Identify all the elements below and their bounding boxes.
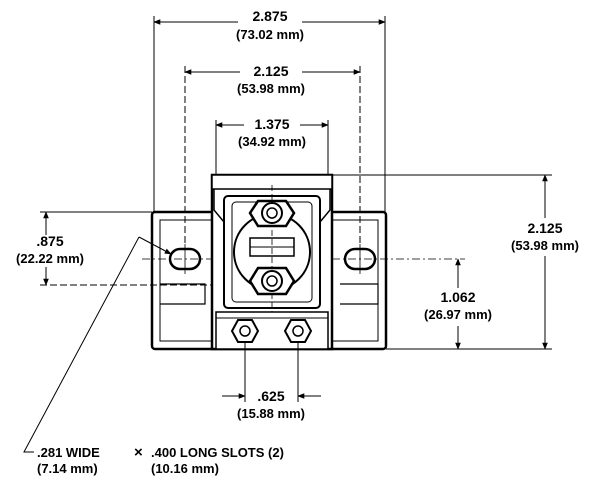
slot-to-bottom-mm: (26.97 mm): [424, 307, 492, 322]
housing-width-mm: (34.92 mm): [238, 134, 306, 149]
flange-tab-right: [340, 283, 379, 305]
dimension-overall-height: 2.125 (53.98 mm): [332, 174, 579, 350]
slot-length-label: .400 LONG SLOTS (2): [151, 445, 284, 460]
housing-width-inches: 1.375: [254, 116, 289, 132]
dimension-terminal-spacing: .625 (15.88 mm): [222, 343, 321, 421]
dimension-slot-to-bottom: 1.062 (26.97 mm): [424, 258, 492, 350]
terminal-spacing-mm: (15.88 mm): [237, 406, 305, 421]
dimension-slot-offset: .875 (22.22 mm): [16, 211, 212, 286]
slot-callout-leader: [23, 236, 172, 453]
slot-width-mm: (7.14 mm): [37, 461, 98, 476]
overall-height-mm: (53.98 mm): [511, 238, 579, 253]
slot-offset-mm: (22.22 mm): [16, 251, 84, 266]
overall-width-inches: 2.875: [252, 8, 287, 24]
aux-terminal-left: [230, 319, 260, 343]
slot-spacing-mm: (53.98 mm): [237, 81, 305, 96]
aux-terminal-right: [283, 319, 313, 343]
slot-width-label: .281 WIDE: [37, 445, 100, 460]
slot-callout-note: .281 WIDE × .400 LONG SLOTS (2) (7.14 mm…: [37, 444, 284, 476]
dimension-slot-spacing: 2.125 (53.98 mm): [184, 63, 361, 244]
slot-offset-inches: .875: [36, 233, 63, 249]
flange-tab-left: [160, 283, 206, 305]
slot-to-bottom-inches: 1.062: [440, 289, 475, 305]
terminal-spacing-inches: .625: [257, 388, 284, 404]
slot-spacing-inches: 2.125: [253, 63, 288, 79]
terminal-stud-upper: [248, 199, 296, 228]
dimension-housing-width: 1.375 (34.92 mm): [215, 116, 329, 175]
terminal-stud-lower: [248, 266, 296, 296]
overall-height-inches: 2.125: [527, 220, 562, 236]
multiply-symbol: ×: [134, 444, 143, 461]
slot-length-mm: (10.16 mm): [151, 461, 219, 476]
circuit-breaker-body: [142, 173, 465, 351]
dimension-overall-width: 2.875 (73.02 mm): [153, 8, 386, 212]
overall-width-mm: (73.02 mm): [236, 27, 304, 42]
